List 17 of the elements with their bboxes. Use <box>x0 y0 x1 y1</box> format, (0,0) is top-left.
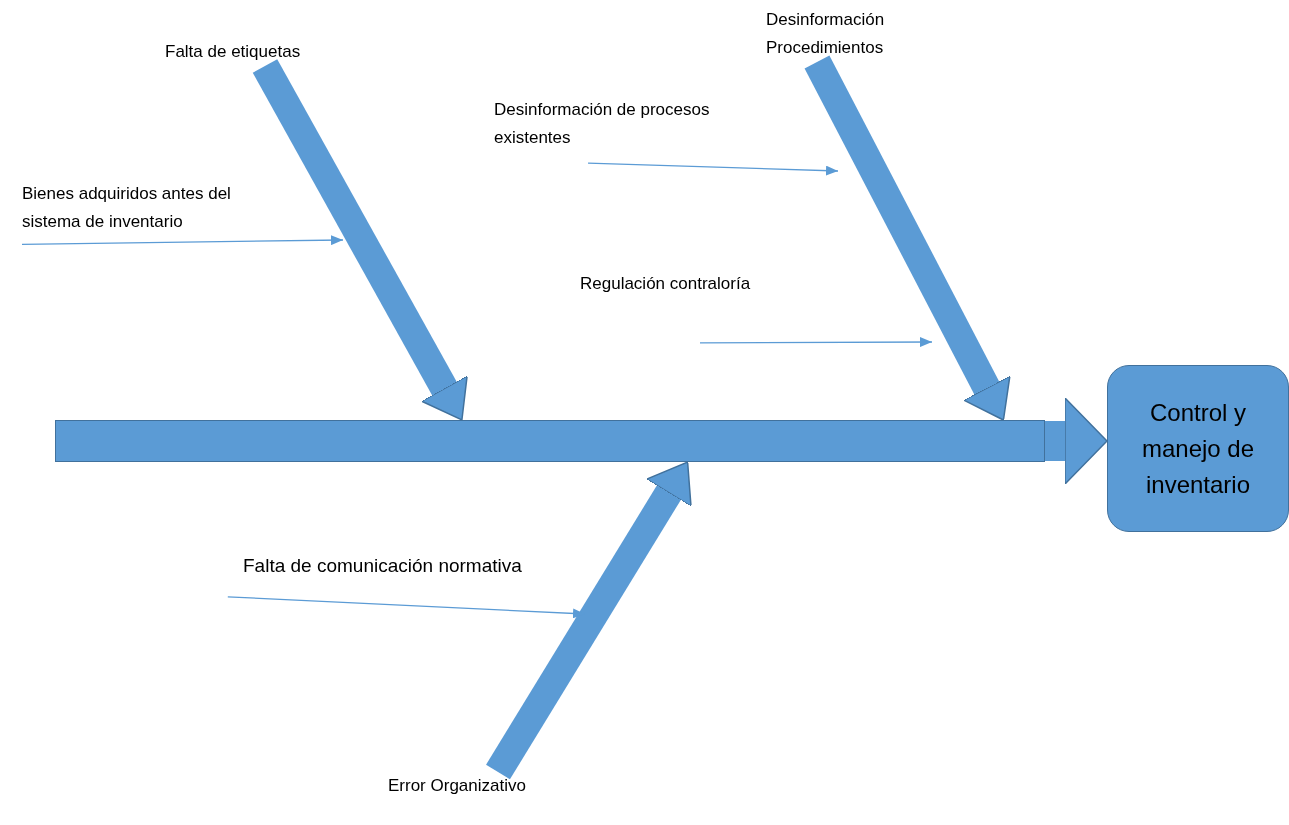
block-arrow <box>486 461 692 780</box>
cause-category-label: Falta de etiquetas <box>165 38 365 66</box>
effect-text: Control y manejo de inventario <box>1140 397 1256 500</box>
spine-bar <box>55 420 1045 462</box>
cause-category-label: Error Organizativo <box>388 772 588 800</box>
cause-label: Desinformación de procesos existentes <box>494 96 779 152</box>
block-arrow <box>804 55 1011 421</box>
block-arrow <box>1045 397 1108 485</box>
arrow <box>21 235 344 246</box>
arrow <box>699 337 933 348</box>
effect-box <box>1107 365 1289 532</box>
cause-category-label: Desinformación Procedimientos <box>766 6 936 62</box>
block-arrow <box>252 59 468 421</box>
cause-label: Bienes adquiridos antes del sistema de inventario <box>22 180 292 236</box>
arrow <box>587 162 839 176</box>
cause-label: Falta de comunicación normativa <box>243 552 623 580</box>
cause-label: Regulación contraloría <box>580 270 820 298</box>
